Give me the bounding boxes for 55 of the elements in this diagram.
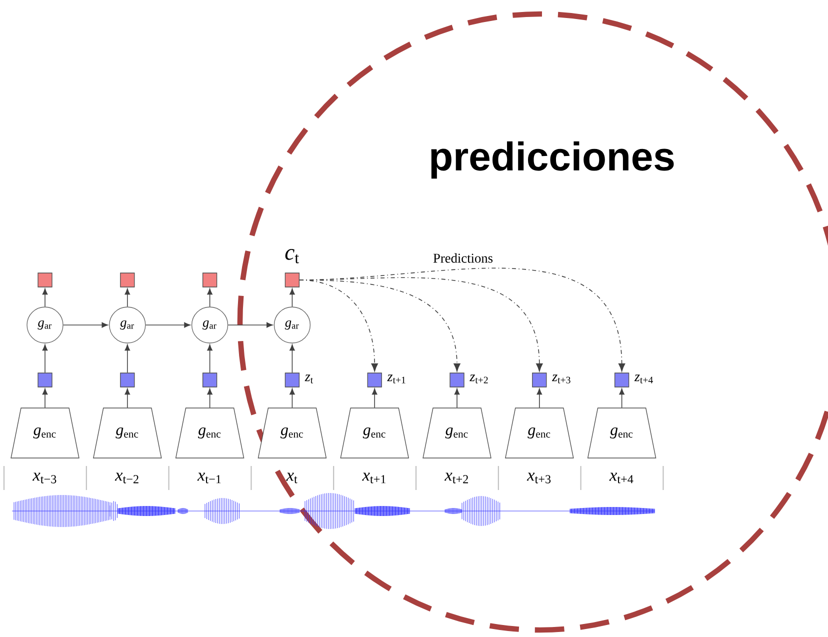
encoder-trapezoid: g$_{enc}$ (340, 408, 410, 458)
input-label: x$_{t}$ (286, 472, 298, 484)
predictions-label: Predictions (433, 253, 493, 263)
arrow (42, 344, 48, 374)
context-square (284, 272, 300, 288)
input-label: x$_{t−3}$ (32, 472, 56, 484)
latent-square (120, 372, 135, 388)
latent-label: z$_{t+4}$ (634, 374, 653, 384)
arrow (207, 288, 212, 308)
arrow (145, 322, 190, 328)
arrow (536, 388, 542, 408)
input-label: x$_{t−1}$ (197, 472, 221, 484)
encoder-trapezoid: g$_{enc}$ (175, 408, 244, 458)
latent-square (367, 372, 382, 388)
encoder-trapezoid: g$_{enc}$ (10, 408, 80, 458)
context-square (120, 272, 135, 288)
arrow (372, 388, 378, 408)
latent-square (202, 372, 218, 388)
arrow (42, 388, 48, 408)
arrow (207, 388, 212, 408)
input-label: x$_{t+4}$ (609, 472, 634, 484)
context-square (202, 272, 218, 288)
encoder-trapezoid: g$_{enc}$ (587, 408, 656, 458)
arrow (290, 388, 295, 408)
arrow (290, 344, 295, 374)
arrow (124, 344, 130, 374)
encoder-trapezoid: g$_{enc}$ (422, 408, 492, 458)
arrow (454, 388, 460, 408)
arrow (619, 388, 624, 408)
latent-square (284, 372, 300, 388)
latent-square (614, 372, 630, 388)
arrow (124, 388, 130, 408)
input-label: x$_{t+2}$ (444, 472, 468, 484)
latent-label: z$_{t}$ (304, 374, 314, 384)
arrow (290, 288, 295, 308)
encoder-trapezoid: g$_{enc}$ (505, 408, 574, 458)
input-label: x$_{t−2}$ (114, 472, 138, 484)
arrow (124, 288, 130, 308)
arrow (207, 344, 212, 374)
arrow (228, 322, 273, 328)
latent-square (450, 372, 464, 388)
latent-square (38, 372, 52, 388)
context-square (38, 272, 52, 288)
arrow (42, 288, 48, 308)
input-label: x$_{t+3}$ (526, 472, 551, 484)
heading: predicciones (431, 141, 674, 179)
encoder-trapezoid: g$_{enc}$ (93, 408, 162, 458)
input-label: x$_{t+1}$ (362, 472, 386, 484)
latent-label: z$_{t+3}$ (552, 374, 570, 384)
latent-label: z$_{t+1}$ (387, 374, 406, 384)
encoder-trapezoid: g$_{enc}$ (258, 408, 327, 458)
context-label: c$_{t}$ (285, 249, 299, 264)
arrow (62, 322, 108, 328)
latent-square (532, 372, 547, 388)
latent-label: z$_{t+2}$ (470, 374, 488, 384)
